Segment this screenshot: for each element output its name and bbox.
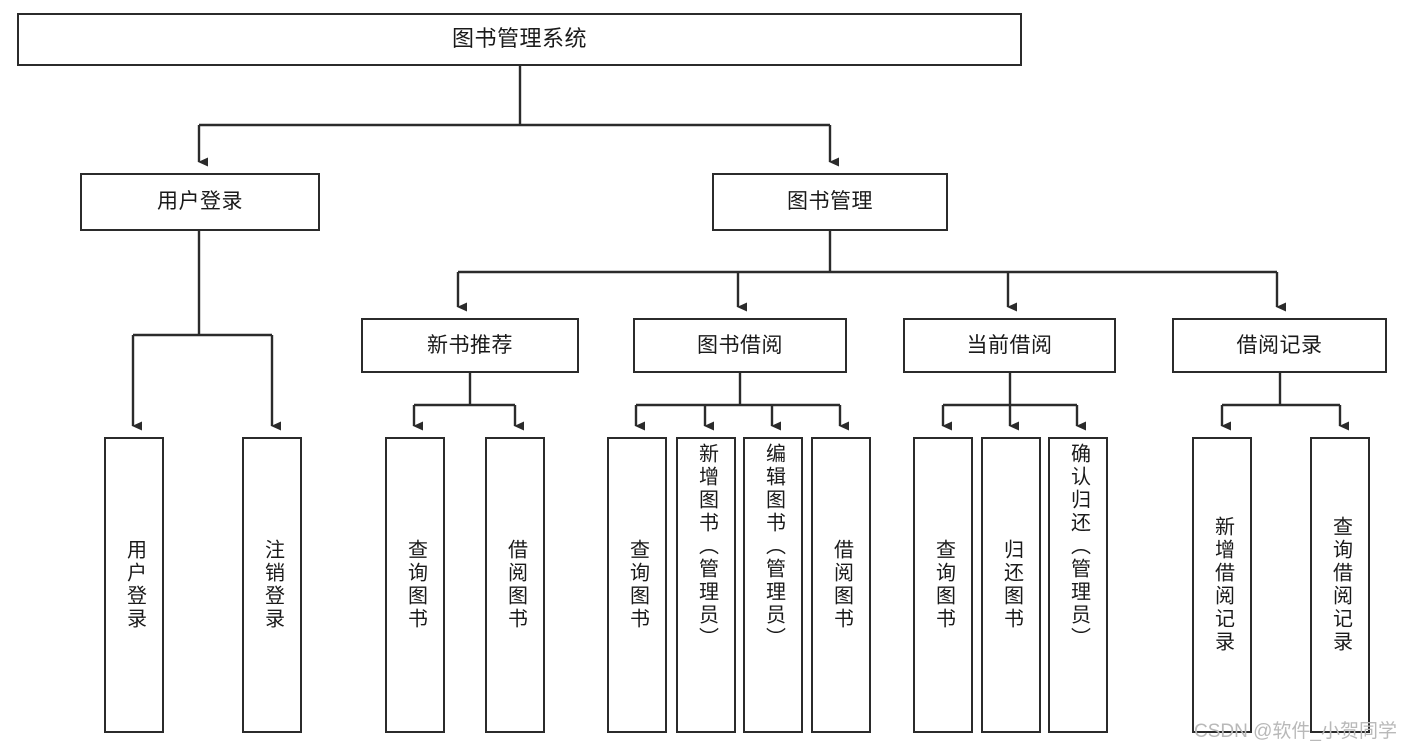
node-label: 归还图书 xyxy=(1000,539,1023,631)
leaf-query-book-borrow[interactable]: 查询图书 xyxy=(607,437,667,733)
node-label: 用户登录 xyxy=(157,190,243,214)
node-label: 用户登录 xyxy=(123,539,146,631)
node-label: 当前借阅 xyxy=(966,333,1053,357)
node-label: 新增借阅记录 xyxy=(1211,516,1234,654)
leaf-query-borrow-record[interactable]: 查询借阅记录 xyxy=(1310,437,1370,733)
node-label: 借阅记录 xyxy=(1236,333,1323,357)
node-label: 查询图书 xyxy=(932,539,955,631)
node-borrow-records[interactable]: 借阅记录 xyxy=(1172,318,1387,373)
node-label: 新书推荐 xyxy=(427,333,513,357)
node-label: 查询图书 xyxy=(626,539,649,631)
node-root-system[interactable]: 图书管理系统 xyxy=(17,13,1022,66)
leaf-return-book[interactable]: 归还图书 xyxy=(981,437,1041,733)
node-label: 图书管理 xyxy=(787,190,873,214)
leaf-borrow-book-recommend[interactable]: 借阅图书 xyxy=(485,437,545,733)
node-label: 注销登录 xyxy=(261,539,284,631)
node-user-login[interactable]: 用户登录 xyxy=(80,173,320,231)
leaf-query-book-recommend[interactable]: 查询图书 xyxy=(385,437,445,733)
node-new-book-recommend[interactable]: 新书推荐 xyxy=(361,318,579,373)
node-current-borrow[interactable]: 当前借阅 xyxy=(903,318,1116,373)
node-label: 图书管理系统 xyxy=(451,26,587,52)
leaf-borrow-book[interactable]: 借阅图书 xyxy=(811,437,871,733)
leaf-add-borrow-record[interactable]: 新增借阅记录 xyxy=(1192,437,1252,733)
leaf-edit-book-admin[interactable]: 编辑图书（管理员） xyxy=(743,437,803,733)
node-book-management[interactable]: 图书管理 xyxy=(712,173,948,231)
node-label: 新增图书（管理员） xyxy=(695,443,718,650)
leaf-add-book-admin[interactable]: 新增图书（管理员） xyxy=(676,437,736,733)
node-label: 借阅图书 xyxy=(830,539,853,631)
leaf-user-logout[interactable]: 注销登录 xyxy=(242,437,302,733)
node-label: 借阅图书 xyxy=(504,539,527,631)
node-label: 编辑图书（管理员） xyxy=(762,443,785,650)
leaf-confirm-return-admin[interactable]: 确认归还（管理员） xyxy=(1048,437,1108,733)
node-label: 图书借阅 xyxy=(697,333,783,357)
leaf-query-book-current[interactable]: 查询图书 xyxy=(913,437,973,733)
leaf-user-login[interactable]: 用户登录 xyxy=(104,437,164,733)
node-label: 查询借阅记录 xyxy=(1329,516,1352,654)
node-label: 查询图书 xyxy=(404,539,427,631)
node-label: 确认归还（管理员） xyxy=(1067,443,1090,650)
node-book-borrow[interactable]: 图书借阅 xyxy=(633,318,847,373)
